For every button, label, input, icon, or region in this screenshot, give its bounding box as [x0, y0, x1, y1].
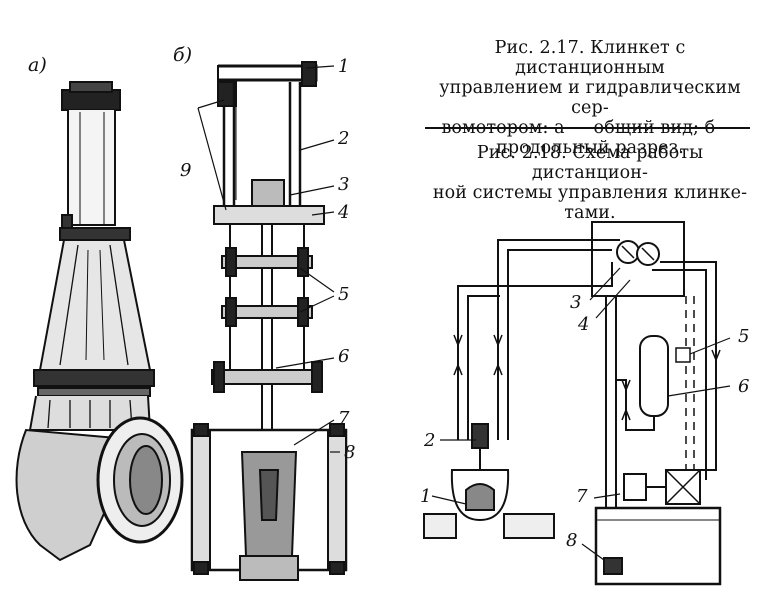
fig18-callout-5: 5: [738, 326, 750, 347]
panel-a-label: а): [28, 54, 47, 76]
fig17-callout-1: 1: [338, 56, 350, 77]
fig17-callout-7: 7: [338, 408, 350, 429]
fig17-caption-line: управлением и гидравлическим сер-: [439, 78, 741, 118]
fig18-callout-6: 6: [738, 376, 750, 397]
fig18-callout-4: 4: [578, 314, 590, 335]
section-callout-leaders: [197, 65, 340, 453]
gate-valve-section-view: [190, 61, 348, 581]
fig17-callout-4: 4: [338, 202, 350, 223]
fig17-callout-6: 6: [338, 346, 350, 367]
fig17-callout-2: 2: [338, 128, 350, 149]
fig18-callout-3: 3: [570, 292, 582, 313]
gate-valve-general-view: [15, 81, 184, 562]
fig18-caption-line: тами.: [564, 203, 616, 223]
remote-control-scheme: [423, 221, 731, 586]
fig18-callout-7: 7: [576, 486, 588, 507]
fig17-callout-5: 5: [338, 284, 350, 305]
fig17-callout-8: 8: [344, 442, 356, 463]
fig18-callout-2: 2: [424, 430, 436, 451]
fig18-caption-line: ной системы управления клинке-: [432, 183, 748, 203]
fig18-caption-line: Рис. 2.18. Схема работы дистанцион-: [476, 143, 704, 183]
fig17-callout-3: 3: [338, 174, 350, 195]
fig18-callout-1-label: 1: [420, 486, 432, 507]
panel-b-label: б): [173, 44, 193, 66]
fig17-caption-line: вомотором: а — общий вид; б —: [441, 118, 739, 138]
fig17-callout-9: 9: [180, 160, 192, 181]
fig17-caption-line: продольный разрез.: [496, 138, 684, 158]
fig17-caption: Рис. 2.17. Клинкет с дистанционным управ…: [420, 38, 760, 158]
fig18-caption: Рис. 2.18. Схема работы дистанцион- ной …: [420, 143, 760, 223]
fig17-caption-line: Рис. 2.17. Клинкет с дистанционным: [494, 38, 686, 78]
fig18-callout-8: 8: [566, 530, 578, 551]
